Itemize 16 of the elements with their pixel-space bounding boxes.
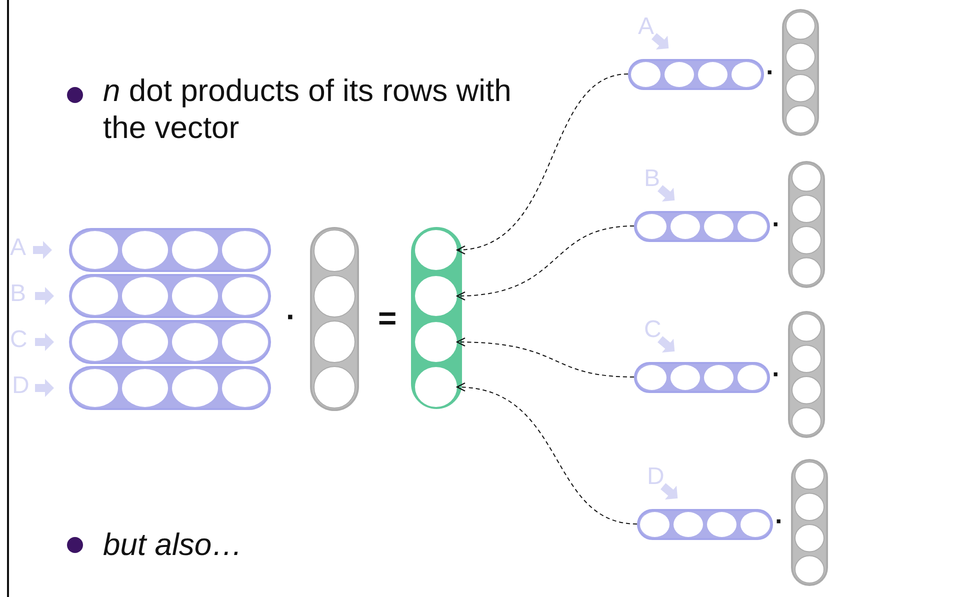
operator-symbol: · bbox=[286, 300, 296, 336]
row-vector bbox=[634, 171, 770, 243]
row-vector bbox=[634, 322, 770, 394]
row-vector bbox=[637, 469, 773, 541]
dashed-arrow bbox=[456, 74, 628, 254]
dashed-arrow bbox=[456, 226, 634, 300]
row-vector bbox=[628, 19, 764, 91]
operator-symbol: · bbox=[772, 359, 781, 390]
operator-symbol: · bbox=[772, 209, 781, 240]
operator-symbol: = bbox=[378, 299, 397, 338]
bullet-text: but also… bbox=[103, 526, 243, 564]
dashed-arrow bbox=[456, 383, 638, 524]
dashed-arrow bbox=[456, 338, 634, 378]
operator-symbol: · bbox=[775, 506, 784, 538]
operator-symbol: · bbox=[766, 57, 775, 88]
bullet-text: n dot products of its rows with the vector bbox=[103, 72, 512, 146]
